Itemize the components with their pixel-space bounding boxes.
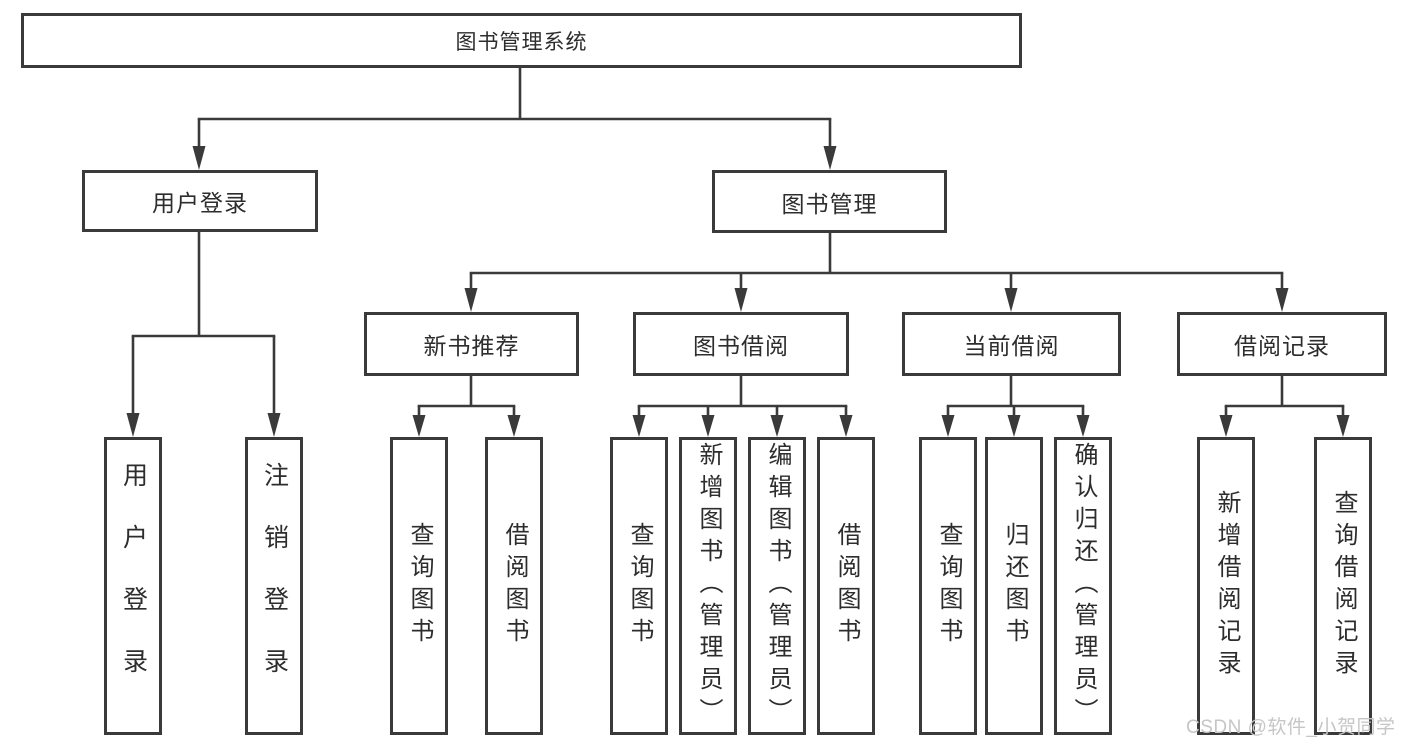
node-current-borrowing: 当前借阅 <box>902 312 1121 376</box>
node-new-book-recommendation: 新书推荐 <box>364 312 579 376</box>
node-system-root: 图书管理系统 <box>21 13 1022 68</box>
leaf-query-books-borrow: 查询图书 <box>610 437 668 735</box>
node-user-login: 用户登录 <box>82 170 318 232</box>
watermark: CSDN @软件_小贺同学 <box>1186 717 1396 738</box>
leaf-add-book-admin: 新增图书（管理员） <box>679 437 737 735</box>
leaf-return-books: 归还图书 <box>985 437 1043 735</box>
node-book-borrowing: 图书借阅 <box>633 312 849 376</box>
leaf-confirm-return-admin: 确认归还（管理员） <box>1054 437 1112 735</box>
leaf-borrow-books: 借阅图书 <box>817 437 875 735</box>
leaf-query-books-recommend: 查询图书 <box>390 437 448 735</box>
leaf-user-login: 用户登录 <box>104 437 162 735</box>
node-borrowing-records: 借阅记录 <box>1177 312 1387 376</box>
leaf-edit-book-admin: 编辑图书（管理员） <box>748 437 806 735</box>
leaf-add-borrow-record: 新增借阅记录 <box>1197 437 1255 735</box>
leaf-query-borrow-record: 查询借阅记录 <box>1314 437 1372 735</box>
leaf-query-books-current: 查询图书 <box>919 437 977 735</box>
leaf-borrow-books-recommend: 借阅图书 <box>485 437 543 735</box>
node-book-management: 图书管理 <box>712 170 947 233</box>
leaf-logout: 注销登录 <box>245 437 303 735</box>
